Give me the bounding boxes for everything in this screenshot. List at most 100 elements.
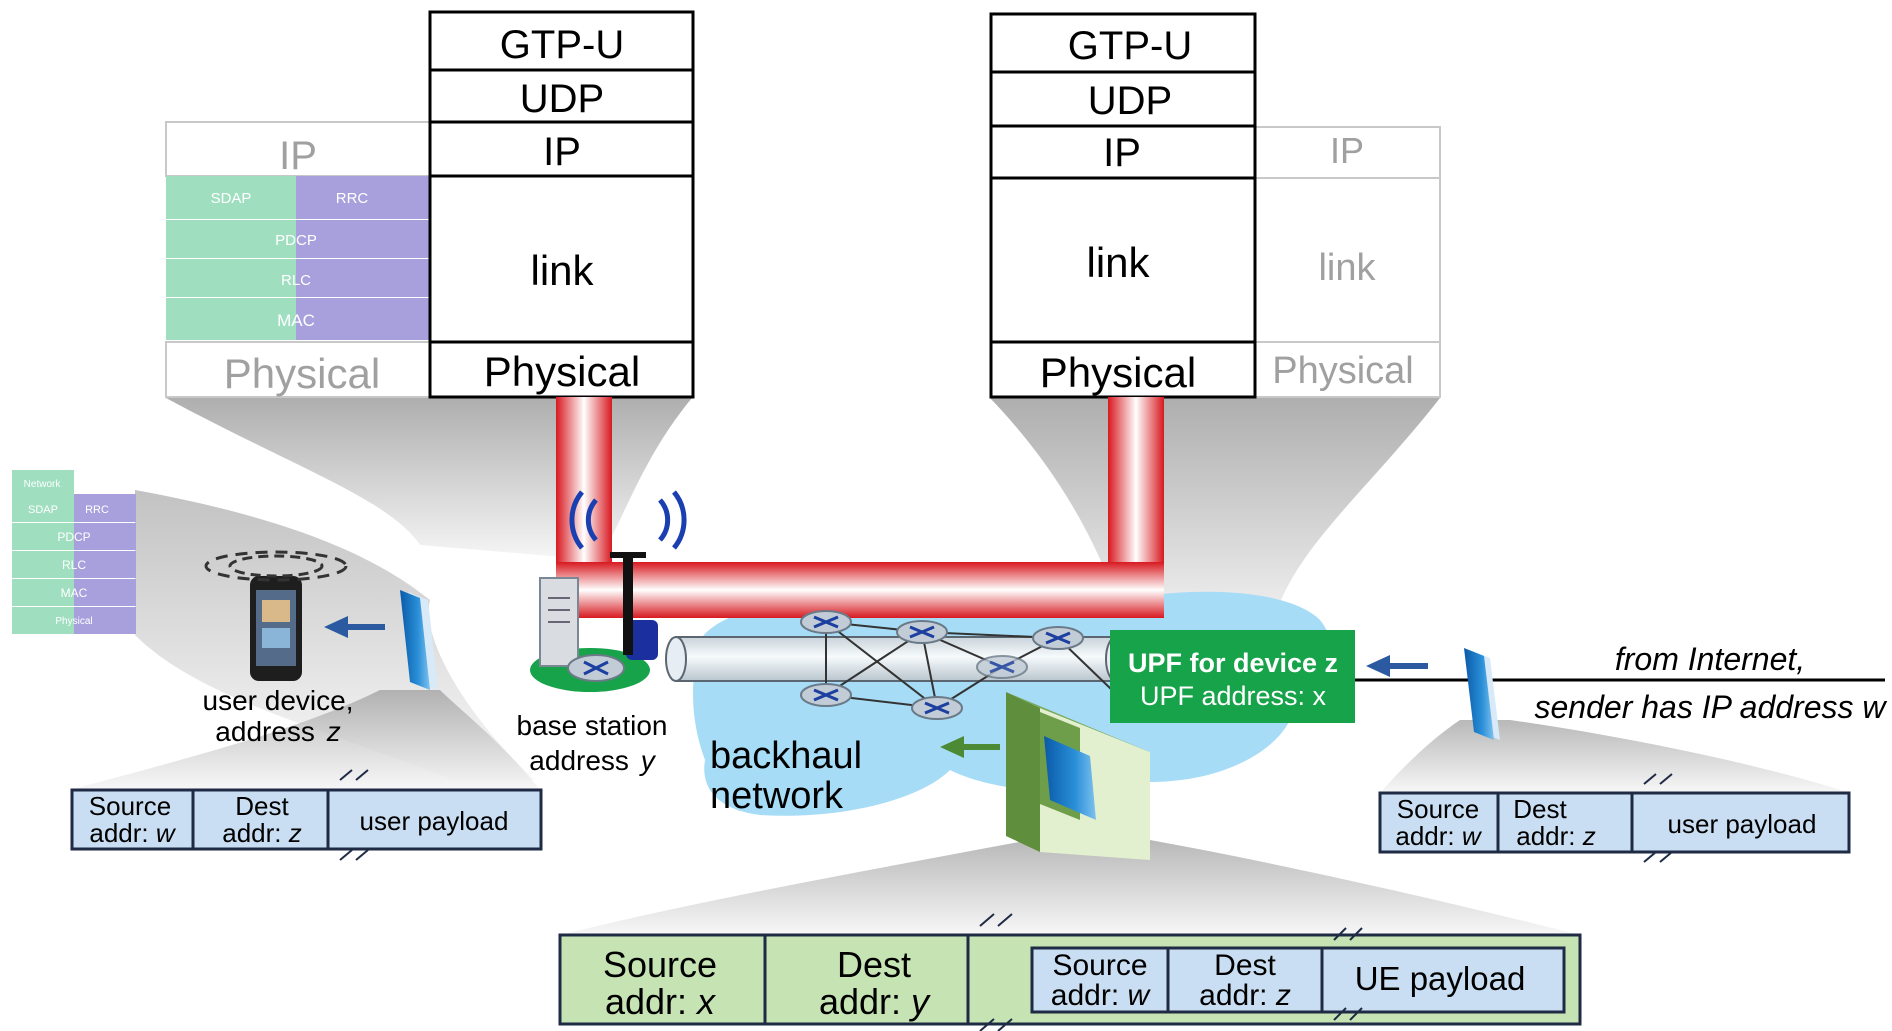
device-mac-purple [74, 579, 136, 606]
break-mark [979, 913, 1013, 1031]
right-layer-link: link [1086, 239, 1150, 286]
base-station-disk [626, 620, 658, 660]
inner-src-addr: addr: w [1051, 979, 1152, 1012]
device-rlc-green [12, 551, 74, 578]
router-icon [911, 696, 963, 720]
left-packet-dst-label: Dest [235, 791, 289, 821]
left-ghost-mac-purple [296, 298, 430, 340]
incoming-datagram-card [1464, 648, 1500, 740]
smartphone-icon [250, 576, 302, 681]
left-ghost-ip: IP [279, 134, 317, 178]
left-layer-gtpu: GTP-U [500, 23, 624, 67]
left-packet-shadow [70, 690, 540, 790]
radio-wave-icon [658, 498, 671, 542]
device-rrc-label: RRC [85, 504, 109, 516]
radio-wave-icon [672, 490, 687, 550]
left-packet-src-label: Source [89, 791, 171, 821]
right-packet-src-addr: addr: w [1395, 821, 1483, 851]
right-ghost-physical: Physical [1272, 350, 1414, 392]
inner-payload: UE payload [1355, 960, 1526, 997]
left-arrow-icon [324, 616, 385, 638]
left-packet-payload: user payload [360, 806, 509, 836]
device-physical-label: Physical [55, 616, 92, 627]
upf-title: UPF for device z [1128, 648, 1338, 678]
left-ghost-rrc-cell [296, 176, 430, 219]
router-icon [800, 683, 852, 707]
inner-src-label: Source [1052, 949, 1147, 982]
right-packet-payload: user payload [1668, 809, 1817, 839]
device-sdap-label: SDAP [28, 504, 58, 516]
right-protocol-stack: IP link Physical GTP-U UDP IP link Physi… [989, 12, 1441, 399]
device-pdcp-label: PDCP [57, 530, 90, 544]
right-layer-ip: IP [1103, 131, 1141, 175]
left-ghost-physical: Physical [224, 350, 380, 397]
left-ghost-mac: MAC [277, 311, 315, 330]
radio-wave-icon [569, 490, 584, 550]
radio-wave-icon [585, 498, 598, 542]
right-stack-shadow [990, 398, 1440, 640]
break-mark [1643, 773, 1673, 863]
left-arrow-icon [1366, 655, 1428, 677]
tunnel-packet: Source addr: x Dest addr: y Source addr:… [558, 913, 1582, 1031]
device-sdap-cell [12, 494, 74, 522]
glass-pipe-left-end [665, 636, 687, 682]
device-network-label: Network [24, 479, 62, 490]
internet-label-line2: sender has IP address w [1535, 689, 1888, 725]
router-cross [583, 660, 609, 676]
left-ghost-pdcp-purple [296, 220, 430, 258]
device-network-cell [12, 470, 74, 494]
right-layer-physical: Physical [1040, 349, 1196, 396]
right-packet-shadow [1380, 720, 1850, 793]
left-ghost-rlc-purple [296, 259, 430, 297]
device-rrc-cell [74, 494, 136, 522]
inner-packet-frame [1030, 946, 1566, 1014]
left-user-packet: Source addr: w Dest addr: z user payload [70, 769, 543, 861]
tunnel-horizontal [556, 562, 1164, 618]
right-layer-udp: UDP [1088, 79, 1172, 123]
left-packet-src-addr: addr: w [89, 818, 177, 848]
mesh-link [825, 621, 938, 709]
backhaul-label-line1: backhaul [710, 735, 862, 777]
tunnel-packet-shadow [560, 840, 1580, 935]
left-ghost-physical-box [165, 341, 431, 398]
device-rlc-label: RLC [62, 558, 86, 572]
device-mac-green [12, 579, 74, 606]
left-main-stack-frame [428, 10, 695, 399]
router-icon [976, 655, 1028, 679]
right-packet-dst-label: Dest [1513, 794, 1567, 824]
left-packet-dst-addr: addr: z [222, 818, 302, 848]
right-ghost-ip: IP [1330, 130, 1364, 171]
inner-dst-addr: addr: z [1199, 979, 1291, 1012]
left-ghost-sdap: SDAP [211, 190, 252, 207]
right-user-packet: Source addr: w Dest addr: z user payload [1378, 773, 1851, 863]
wireless-signal-icon [204, 550, 348, 582]
router-icon [896, 620, 948, 644]
device-pdcp-green [12, 523, 74, 550]
outer-dst-label: Dest [837, 944, 911, 985]
base-station-label-line1: base station [517, 710, 668, 741]
right-layer-gtpu: GTP-U [1068, 24, 1192, 68]
inner-dst-label: Dest [1214, 949, 1276, 982]
mesh-link [921, 631, 938, 709]
break-mark [339, 769, 369, 861]
left-ghost-pdcp-green [166, 220, 296, 258]
right-packet-dst-addr: addr: z [1516, 821, 1596, 851]
left-ghost-rrc: RRC [336, 190, 369, 207]
device-physical-green [12, 607, 74, 634]
user-device-label-line2: address z [215, 716, 340, 747]
right-main-stack-frame [989, 12, 1257, 399]
device-pdcp-purple [74, 523, 136, 550]
left-ghost-pdcp: PDCP [275, 232, 317, 249]
left-layer-physical: Physical [484, 348, 640, 395]
router-icon [800, 610, 852, 634]
left-ghost-ip-box [165, 121, 431, 177]
left-ghost-sdap-cell [166, 176, 296, 219]
backhaul-label-line2: network [710, 775, 844, 817]
user-device-label-line1: user device, [203, 685, 354, 716]
device-rlc-purple [74, 551, 136, 578]
left-layer-ip: IP [543, 130, 581, 174]
left-packet-frame [70, 788, 543, 851]
encapsulated-datagram-card [1006, 692, 1150, 860]
outer-dst-addr: addr: y [819, 981, 931, 1022]
left-layer-udp: UDP [520, 77, 604, 121]
